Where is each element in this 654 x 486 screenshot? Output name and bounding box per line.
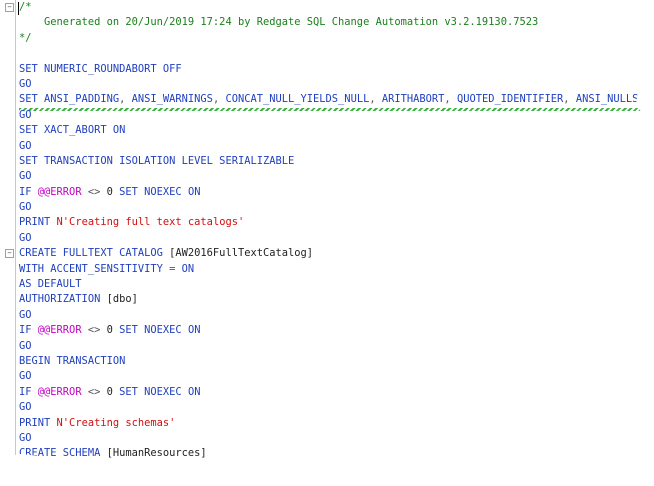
code-line[interactable]: AUTHORIZATION [dbo] xyxy=(19,292,648,307)
code-token: IF xyxy=(19,385,38,398)
code-token: SET TRANSACTION ISOLATION LEVEL SERIALIZ… xyxy=(19,154,295,167)
code-line[interactable]: /* xyxy=(19,0,648,15)
code-token: <> xyxy=(81,324,107,337)
code-token: GO xyxy=(19,170,32,183)
code-line[interactable]: */ xyxy=(19,31,648,46)
code-token: N'Creating full text catalogs' xyxy=(56,216,245,229)
collapse-icon[interactable]: − xyxy=(5,3,14,12)
code-line[interactable]: IF @@ERROR <> 0 SET NOEXEC ON xyxy=(19,385,648,400)
code-line[interactable] xyxy=(19,46,648,61)
code-line[interactable]: GO xyxy=(19,169,648,184)
code-token: N'Creating schemas' xyxy=(56,416,176,429)
code-token: AUTHORIZATION xyxy=(19,293,107,306)
code-token: SET ANSI_PADDING xyxy=(19,93,120,106)
code-line[interactable]: AS DEFAULT xyxy=(19,277,648,292)
code-line[interactable]: SET ANSI_PADDING, ANSI_WARNINGS, CONCAT_… xyxy=(19,92,654,107)
code-line[interactable]: GO xyxy=(19,339,648,354)
code-token: GO xyxy=(19,308,32,321)
code-line[interactable]: GO xyxy=(19,369,648,384)
code-line[interactable]: GO xyxy=(19,308,648,323)
code-line[interactable]: SET NUMERIC_ROUNDABORT OFF xyxy=(19,62,648,77)
code-token: ARITHABORT xyxy=(381,93,445,106)
code-token: GO xyxy=(19,370,32,383)
code-token: ON xyxy=(181,262,195,275)
code-token: @@ERROR xyxy=(37,385,82,398)
code-line[interactable]: GO xyxy=(19,431,648,446)
code-token: GO xyxy=(19,201,32,214)
code-token: 0 xyxy=(106,324,113,337)
code-token: SET NOEXEC ON xyxy=(112,385,201,398)
code-token: GO xyxy=(19,77,32,90)
code-token: PRINT xyxy=(19,216,57,229)
code-token: = xyxy=(169,262,182,275)
collapse-icon[interactable]: − xyxy=(5,249,14,259)
code-line[interactable]: IF @@ERROR <> 0 SET NOEXEC ON xyxy=(19,185,648,200)
code-token: WITH ACCENT_SENSITIVITY xyxy=(19,262,170,275)
code-token: [HumanResources] xyxy=(106,447,207,460)
code-line[interactable]: WITH ACCENT_SENSITIVITY = ON xyxy=(19,262,648,277)
code-token: GO xyxy=(19,431,32,444)
code-token: IF xyxy=(19,185,38,198)
outline-margin xyxy=(15,0,16,462)
code-token: ANSI_NULLS ON xyxy=(575,93,654,106)
code-token: @@ERROR xyxy=(37,185,82,198)
code-token: 0 xyxy=(106,185,113,198)
code-token: , xyxy=(119,93,132,106)
code-line[interactable]: GO xyxy=(19,400,648,415)
code-token: BEGIN TRANSACTION xyxy=(19,354,126,367)
code-line[interactable]: GO xyxy=(19,108,648,123)
code-token: SET NOEXEC ON xyxy=(112,324,201,337)
code-token: <> xyxy=(81,385,107,398)
code-line[interactable]: GO xyxy=(19,231,648,246)
code-line[interactable]: CREATE FULLTEXT CATALOG [AW2016FullTextC… xyxy=(19,246,648,261)
sql-script[interactable]: /* Generated on 20/Jun/2019 17:24 by Red… xyxy=(19,0,654,462)
code-token: PRINT xyxy=(19,416,57,429)
code-token: [AW2016FullTextCatalog] xyxy=(169,247,314,260)
code-token: */ xyxy=(19,31,32,44)
code-token: , xyxy=(212,93,226,106)
code-token: CREATE FULLTEXT CATALOG xyxy=(19,247,170,260)
code-token: AS DEFAULT xyxy=(19,278,82,291)
code-token: SET NUMERIC_ROUNDABORT OFF xyxy=(19,62,182,75)
code-token: IF xyxy=(19,324,38,337)
code-line[interactable]: CREATE SCHEMA [HumanResources] xyxy=(19,446,648,461)
code-token: GO xyxy=(19,139,32,152)
code-token: SET XACT_ABORT ON xyxy=(19,124,126,137)
code-token: , xyxy=(444,93,457,106)
code-line[interactable]: PRINT N'Creating full text catalogs' xyxy=(19,215,648,230)
code-line[interactable]: GO xyxy=(19,77,648,92)
code-token: CREATE SCHEMA xyxy=(19,447,107,460)
code-token: CONCAT_NULL_YIELDS_NULL xyxy=(225,93,370,106)
warning-squiggle xyxy=(19,108,648,111)
code-line[interactable]: SET TRANSACTION ISOLATION LEVEL SERIALIZ… xyxy=(19,154,648,169)
code-token: GO xyxy=(19,231,32,244)
code-line[interactable]: BEGIN TRANSACTION xyxy=(19,354,648,369)
code-token: @@ERROR xyxy=(37,324,82,337)
code-token: , xyxy=(563,93,576,106)
code-line[interactable]: GO xyxy=(19,200,648,215)
code-token: GO xyxy=(19,401,32,414)
text-caret xyxy=(18,2,19,15)
code-token: SET NOEXEC ON xyxy=(112,185,201,198)
code-line[interactable]: IF @@ERROR <> 0 SET NOEXEC ON xyxy=(19,323,648,338)
code-token: GO xyxy=(19,108,32,121)
code-line[interactable]: PRINT N'Creating schemas' xyxy=(19,416,648,431)
code-token: 0 xyxy=(106,385,113,398)
code-line[interactable]: SET XACT_ABORT ON xyxy=(19,123,648,138)
code-token: Generated on 20/Jun/2019 17:24 by Redgat… xyxy=(19,16,539,29)
code-token: QUOTED_IDENTIFIER xyxy=(456,93,564,106)
code-token: GO xyxy=(19,339,32,352)
code-token: <> xyxy=(81,185,107,198)
code-token: , xyxy=(369,93,382,106)
code-token: ANSI_WARNINGS xyxy=(131,93,213,106)
code-line[interactable]: Generated on 20/Jun/2019 17:24 by Redgat… xyxy=(19,15,648,30)
code-token: /* xyxy=(19,1,32,13)
code-line[interactable]: GO xyxy=(19,139,648,154)
code-token: [dbo] xyxy=(106,293,138,306)
